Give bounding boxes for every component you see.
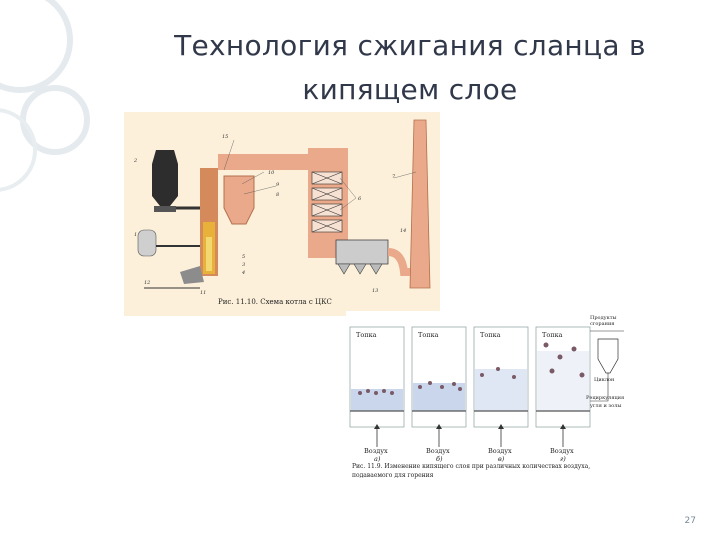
label-num-2: 2 xyxy=(134,158,138,164)
title-line-2: кипящем слое xyxy=(302,73,518,106)
panel-letter-c: в) xyxy=(498,455,505,463)
cyclone-label: Циклон xyxy=(594,377,615,383)
label-num-10: 10 xyxy=(268,170,275,176)
furnace-label-a: Топка xyxy=(356,331,377,339)
label-num-12: 12 xyxy=(144,280,151,286)
furnace-label-b: Топка xyxy=(418,331,439,339)
products-label-1: Продукты xyxy=(590,315,617,321)
label-num-3: 3 xyxy=(242,262,246,268)
air-label-d: Воздух xyxy=(550,447,574,455)
fluidized-bed-drawing xyxy=(349,326,624,447)
air-label-a: Воздух xyxy=(364,447,388,455)
recirc-label-1: Рециркуляция xyxy=(586,395,625,401)
panel-letter-b: б) xyxy=(436,455,443,463)
air-label-c: Воздух xyxy=(488,447,512,455)
boiler-scheme-figure: 15 2 10 9 8 6 7 14 1 5 3 4 12 11 13 Рис.… xyxy=(124,112,440,316)
air-label-b: Воздух xyxy=(426,447,450,455)
label-num-6: 6 xyxy=(358,196,362,202)
label-num-11: 11 xyxy=(200,290,207,296)
label-num-14: 14 xyxy=(400,228,407,234)
label-num-8: 8 xyxy=(276,192,280,198)
label-num-1: 1 xyxy=(134,232,138,238)
furnace-label-c: Топка xyxy=(480,331,501,339)
label-num-9: 9 xyxy=(276,182,280,188)
boiler-scheme-drawing xyxy=(137,119,431,289)
fluidized-bed-figure: Топка Топка Топка Топка Воздух Воздух Во… xyxy=(346,311,628,486)
label-num-4: 4 xyxy=(242,270,246,276)
label-num-15: 15 xyxy=(222,134,229,140)
recirc-label-2: угля и золы xyxy=(590,403,622,409)
page-number: 27 xyxy=(684,516,696,526)
slide-title: Технология сжигания сланца в кипящем сло… xyxy=(120,24,700,112)
panel-letter-d: г) xyxy=(560,455,566,463)
products-label-2: сгорания xyxy=(590,321,615,327)
fluidized-caption-line-1: Рис. 11.9. Изменение кипящего слоя при р… xyxy=(352,463,591,470)
label-num-7: 7 xyxy=(392,174,396,180)
coal-hopper xyxy=(152,150,178,206)
title-line-1: Технология сжигания сланца в xyxy=(174,29,646,62)
panel-letter-a: а) xyxy=(374,455,381,463)
boiler-caption: Рис. 11.10. Схема котла с ЦКС xyxy=(218,298,332,306)
furnace-label-d: Топка xyxy=(542,331,563,339)
label-num-5: 5 xyxy=(242,254,246,260)
fluidized-caption-line-2: подаваемого для горения xyxy=(352,472,434,479)
decorative-circles xyxy=(0,0,90,192)
label-num-13: 13 xyxy=(372,288,379,294)
